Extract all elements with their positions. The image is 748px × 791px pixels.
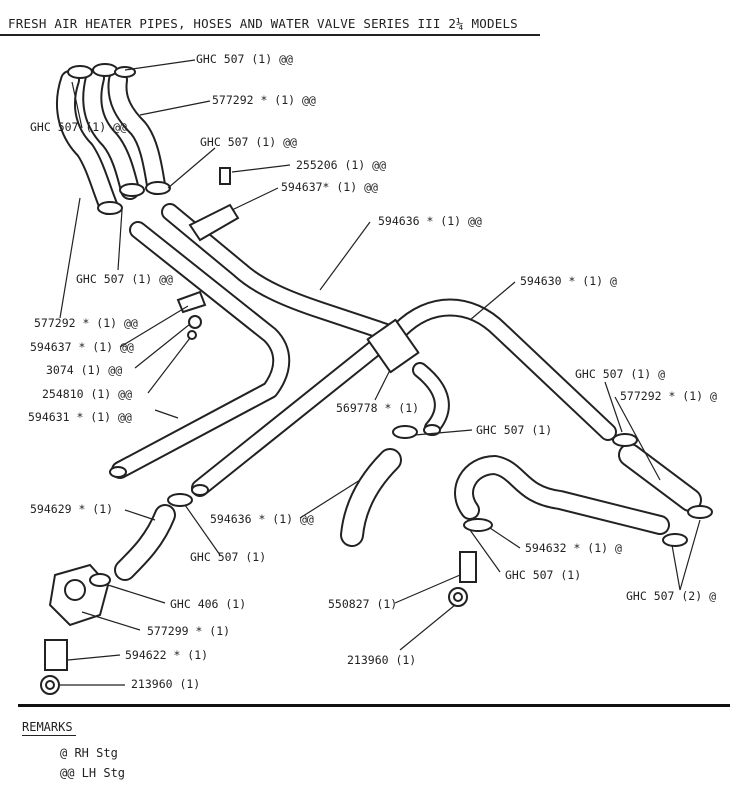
label-594636-lower: 594636 * (1) @@ (210, 512, 314, 526)
label-594637-lower: 594637 * (1) @@ (30, 340, 134, 354)
label-ghc507-right: GHC 507 (1) @ (575, 367, 665, 381)
label-594631: 594631 * (1) @@ (28, 410, 132, 424)
label-255206: 255206 (1) @@ (296, 158, 386, 172)
label-ghc507-lower-center: GHC 507 (1) (190, 550, 266, 564)
label-254810: 254810 (1) @@ (42, 387, 132, 401)
label-577292-right: 577292 * (1) @ (620, 389, 717, 403)
label-577292-upper: 577292 * (1) @@ (212, 93, 316, 107)
label-3074: 3074 (1) @@ (46, 363, 122, 377)
label-213960-left: 213960 (1) (131, 677, 200, 691)
label-569778: 569778 * (1) (336, 401, 419, 415)
label-594637-upper: 594637* (1) @@ (281, 180, 378, 194)
part-labels: GHC 507 (1) @@ 577292 * (1) @@ GHC 507 (… (28, 52, 717, 691)
label-594636-upper: 594636 * (1) @@ (378, 214, 482, 228)
label-594632: 594632 * (1) @ (525, 541, 622, 555)
pipes-and-hoses (56, 68, 702, 581)
label-577299: 577299 * (1) (147, 624, 230, 638)
label-ghc406: GHC 406 (1) (170, 597, 246, 611)
title-underline (0, 34, 540, 36)
label-ghc507-mid: GHC 507 (1) @@ (200, 135, 297, 149)
label-ghc507-center: GHC 507 (1) (476, 423, 552, 437)
remarks-underline (22, 735, 76, 736)
label-594630: 594630 * (1) @ (520, 274, 617, 288)
remarks-heading: REMARKS (22, 720, 73, 734)
label-ghc507-lower-right: GHC 507 (1) (505, 568, 581, 582)
label-ghc507-top: GHC 507 (1) @@ (196, 52, 293, 66)
diagram-title: FRESH AIR HEATER PIPES, HOSES AND WATER … (8, 16, 518, 31)
remark-lh: @@ LH Stg (60, 766, 126, 780)
label-ghc507-lower-left: GHC 507 (1) @@ (76, 272, 173, 286)
remark-rh: @ RH Stg (60, 746, 118, 760)
leader-lines (59, 59, 701, 686)
label-ghc507-pair: GHC 507 (2) @ (626, 589, 716, 603)
section-divider (18, 704, 730, 707)
label-550827: 550827 (1) (328, 597, 397, 611)
label-594629: 594629 * (1) (30, 502, 113, 516)
label-ghc507-left: GHC 507 (1) @@ (30, 120, 127, 134)
label-594622: 594622 * (1) (125, 648, 208, 662)
label-213960-center: 213960 (1) (347, 653, 416, 667)
label-577292-left: 577292 * (1) @@ (34, 316, 138, 330)
